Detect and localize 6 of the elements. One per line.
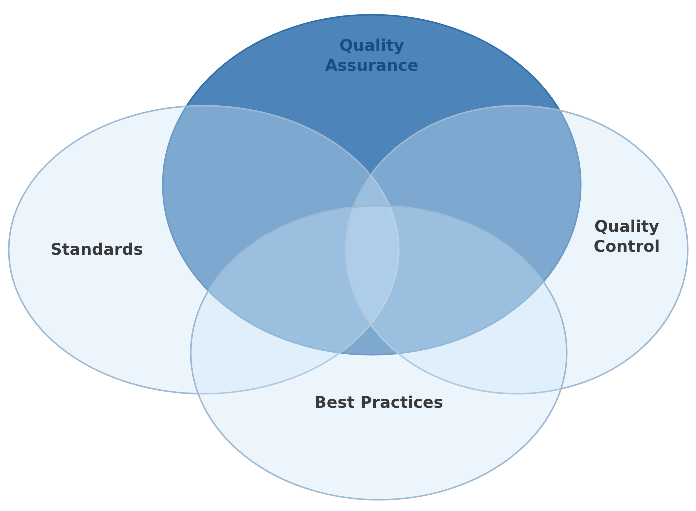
circle-label: Standards (50, 240, 144, 260)
venn-circle (162, 14, 582, 356)
circle-label: Best Practices (314, 393, 444, 413)
circle-label: Quality Control (592, 217, 662, 257)
circle-label: Quality Assurance (324, 36, 420, 76)
venn-circle (190, 205, 568, 501)
